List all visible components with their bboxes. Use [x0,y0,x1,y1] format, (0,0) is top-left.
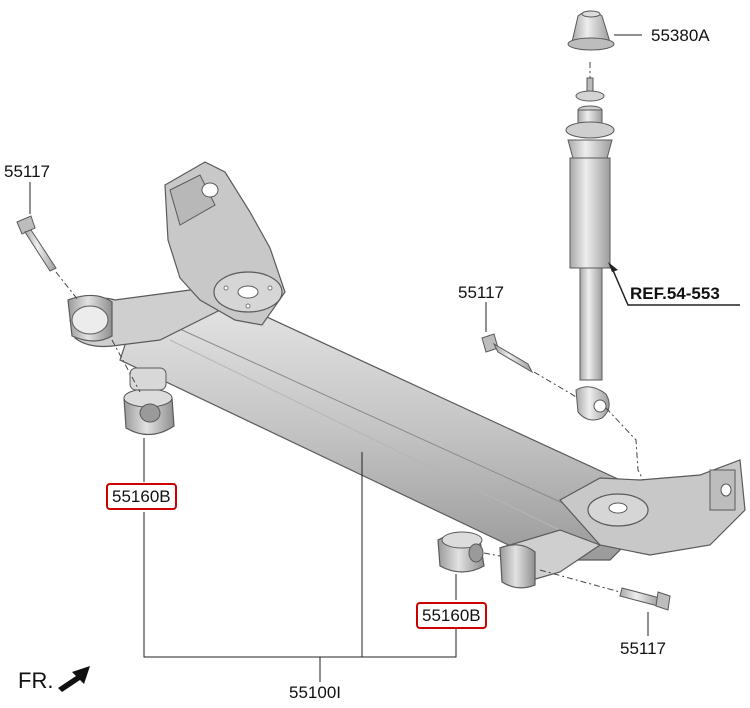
label-shock-ref: REF.54-553 [630,284,720,303]
label-bushing-left: 55160B [106,483,177,510]
arrowhead-shock-ref [608,262,618,272]
bolt-top-left-centerline [55,271,79,301]
front-arrow-icon [58,666,90,692]
label-front-marker: FR. [18,668,54,693]
leader-axle-assy [143,512,457,658]
bushing-left-part [123,367,175,436]
bushing-left-centerline [111,339,141,393]
label-bolt-bottom-right: 55117 [620,639,667,658]
label-bolt-mid: 55117 [458,283,505,302]
label-bump-stop: 55380A [651,26,710,45]
leader-shock-ref [611,267,740,306]
bolt-mid-centerline [533,371,579,399]
shock-absorber-part [565,77,615,421]
bolt-mid-part [481,333,534,374]
axle-beam-part [67,161,746,589]
bushing-right-part [437,531,485,573]
bolt-bottom-right-part [619,587,671,611]
bolt-top-left-part [16,215,57,272]
label-bolt-top-left: 55117 [4,162,51,181]
bump-stop-part [567,10,615,51]
bushing-right-centerline [483,552,501,557]
label-axle-assy: 55100I [289,683,341,702]
label-bushing-right: 55160B [416,602,487,629]
